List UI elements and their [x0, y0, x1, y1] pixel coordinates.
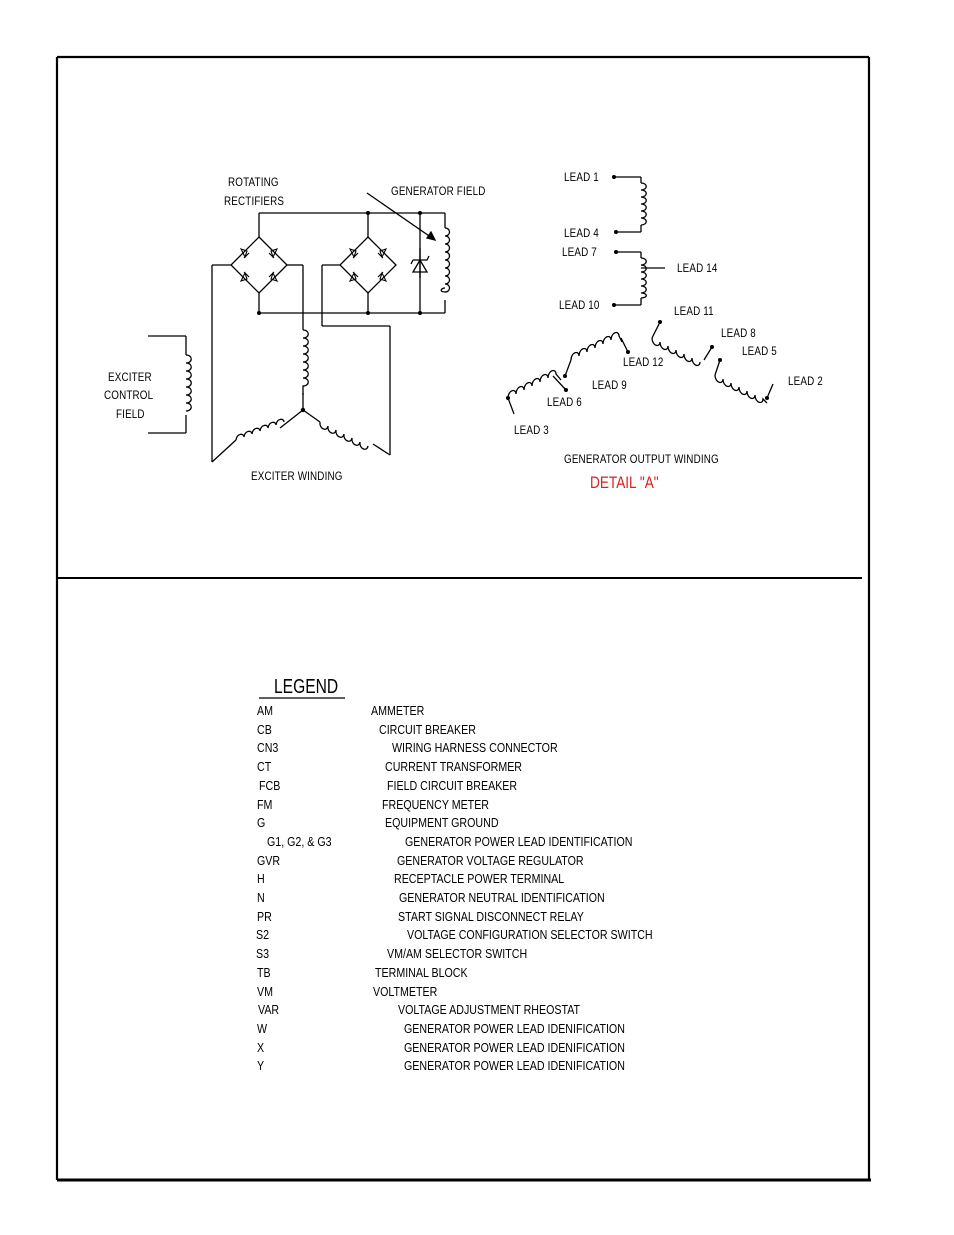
legend-description: VOLTAGE ADJUSTMENT RHEOSTAT [398, 1002, 581, 1018]
diodes [239, 248, 388, 282]
legend-list: AM AMMETER CB CIRCUIT BREAKER CN3 WIRING HARN… [0, 703, 954, 1083]
legend-description: VOLTMETER [373, 983, 438, 999]
label-lead-12: LEAD 12 [623, 355, 664, 369]
label-lead-10: LEAD 10 [559, 298, 600, 312]
label-generator-field: GENERATOR FIELD [391, 184, 486, 198]
legend-row: VAR VOLTAGE ADJUSTMENT RHEOSTAT [0, 1002, 700, 1021]
coils [185, 182, 768, 450]
label-lead-7: LEAD 7 [562, 245, 597, 259]
label-control: CONTROL [104, 388, 154, 402]
legend-code: S2 [256, 927, 270, 943]
legend-description: GENERATOR POWER LEAD IDENIFICATION [404, 1058, 625, 1074]
legend-row: PR START SIGNAL DISCONNECT RELAY [0, 909, 700, 928]
legend-row: AM AMMETER [0, 703, 700, 722]
legend-code: Y [257, 1058, 265, 1074]
legend-code: CB [257, 721, 272, 737]
label-exciter-winding: EXCITER WINDING [251, 469, 343, 483]
page-border [55, 55, 871, 1182]
legend-row: G1, G2, & G3 GENERATOR POWER LEAD IDENTIF… [0, 834, 700, 853]
legend-code: G [257, 815, 266, 831]
legend-description: AMMETER [371, 703, 425, 718]
legend-code: VAR [258, 1002, 280, 1018]
legend-code: VM [257, 983, 273, 999]
legend-row: CT CURRENT TRANSFORMER [0, 759, 700, 778]
legend-row: FCB FIELD CIRCUIT BREAKER [0, 778, 700, 797]
legend-code: PR [257, 908, 272, 924]
legend-code: G1, G2, & G3 [267, 833, 332, 849]
label-lead-1: LEAD 1 [564, 170, 599, 184]
label-lead-2: LEAD 2 [788, 374, 823, 388]
legend-row: N GENERATOR NEUTRAL IDENTIFICATION [0, 890, 700, 909]
legend-row: S2 VOLTAGE CONFIGURATION SELECTOR SWITCH [0, 927, 700, 946]
legend-row: H RECEPTACLE POWER TERMINAL [0, 871, 700, 890]
legend-row: VM VOLTMETER [0, 984, 700, 1003]
label-field: FIELD [116, 407, 145, 421]
label-generator-output-winding: GENERATOR OUTPUT WINDING [564, 452, 719, 466]
legend-title-underline [259, 697, 345, 699]
legend-code: FCB [259, 777, 281, 793]
legend-code: N [257, 890, 265, 905]
legend-code: CN3 [257, 740, 279, 756]
legend-row: Y GENERATOR POWER LEAD IDENIFICATION [0, 1058, 700, 1077]
legend-description: CIRCUIT BREAKER [379, 721, 476, 737]
label-lead-4: LEAD 4 [564, 226, 599, 240]
legend-code: FM [257, 796, 273, 812]
legend-description: GENERATOR POWER LEAD IDENTIFICATION [405, 833, 633, 849]
schematic-lines [148, 176, 774, 463]
legend-description: EQUIPMENT GROUND [385, 815, 499, 831]
legend-code: S3 [256, 946, 270, 962]
label-lead-6: LEAD 6 [547, 395, 582, 409]
legend-row: GVR GENERATOR VOLTAGE REGULATOR [0, 853, 700, 872]
legend-description: GENERATOR POWER LEAD IDENIFICATION [404, 1020, 625, 1036]
label-lead-5: LEAD 5 [742, 344, 777, 358]
label-lead-11: LEAD 11 [674, 304, 714, 318]
legend-code: H [257, 871, 265, 887]
label-exciter: EXCITER [108, 370, 152, 384]
legend-row: S3 VM/AM SELECTOR SWITCH [0, 946, 700, 965]
legend-description: RECEPTACLE POWER TERMINAL [394, 871, 565, 887]
legend-code: W [257, 1020, 268, 1036]
legend-description: GENERATOR VOLTAGE REGULATOR [397, 852, 584, 868]
junction-dots [257, 175, 769, 413]
legend-code: AM [257, 703, 273, 718]
legend-row: G EQUIPMENT GROUND [0, 815, 700, 834]
label-lead-3: LEAD 3 [514, 423, 549, 437]
legend-description: FREQUENCY METER [382, 796, 490, 812]
detail-a-label: DETAIL "A" [590, 473, 659, 492]
legend-title: LEGEND [274, 676, 339, 698]
legend-description: GENERATOR POWER LEAD IDENIFICATION [404, 1039, 625, 1055]
legend-code: TB [257, 964, 271, 980]
legend-row: CB CIRCUIT BREAKER [0, 722, 700, 741]
legend-description: START SIGNAL DISCONNECT RELAY [398, 908, 584, 924]
legend-description: WIRING HARNESS CONNECTOR [392, 740, 558, 756]
legend-description: GENERATOR NEUTRAL IDENTIFICATION [399, 890, 605, 905]
legend-description: TERMINAL BLOCK [375, 964, 468, 980]
legend-description: FIELD CIRCUIT BREAKER [387, 777, 518, 793]
legend-description: VOLTAGE CONFIGURATION SELECTOR SWITCH [407, 927, 653, 943]
label-lead-8: LEAD 8 [721, 326, 756, 340]
label-rectifiers: RECTIFIERS [224, 194, 285, 208]
legend-code: GVR [257, 852, 281, 868]
legend-row: CN3 WIRING HARNESS CONNECTOR [0, 740, 700, 759]
legend-row: FM FREQUENCY METER [0, 797, 700, 816]
label-lead-9: LEAD 9 [592, 378, 627, 392]
legend-row: W GENERATOR POWER LEAD IDENIFICATION [0, 1021, 700, 1040]
label-lead-14: LEAD 14 [677, 261, 718, 275]
legend-description: VM/AM SELECTOR SWITCH [387, 946, 528, 962]
label-rotating: ROTATING [228, 175, 279, 189]
legend-row: TB TERMINAL BLOCK [0, 965, 700, 984]
legend-description: CURRENT TRANSFORMER [385, 759, 523, 775]
legend-code: X [257, 1039, 265, 1055]
legend-code: CT [257, 759, 272, 775]
legend-row: X GENERATOR POWER LEAD IDENIFICATION [0, 1040, 700, 1059]
